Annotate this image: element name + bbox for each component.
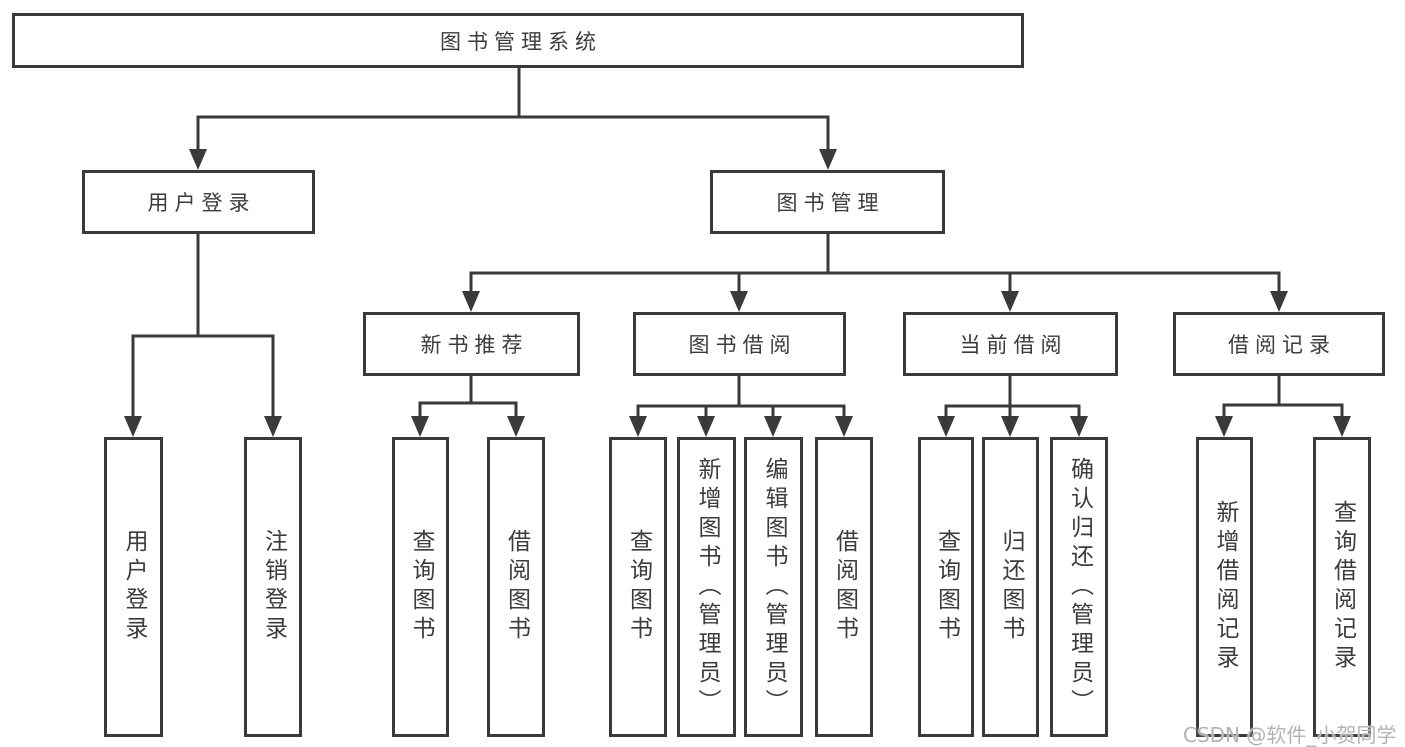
connector-root-to-level2 [189, 67, 837, 170]
leaf-label: 借阅图书 [831, 529, 858, 645]
leaf-label: 新增借阅记录 [1212, 500, 1238, 674]
leaf-edit-book-admin: 编辑图书（管理员） [744, 437, 803, 737]
leaf-add-borrow-record: 新增借阅记录 [1196, 437, 1253, 737]
leaf-label: 查询图书 [408, 529, 434, 645]
node-new-book-recommendation: 新书推荐 [363, 312, 580, 376]
leaf-confirm-return-admin: 确认归还（管理员） [1050, 437, 1108, 737]
node-book-management: 图书管理 [710, 170, 945, 234]
leaf-label: 编辑图书（管理员） [761, 456, 787, 718]
leaf-return-books: 归还图书 [982, 437, 1039, 737]
leaf-user-login: 用户登录 [104, 437, 163, 737]
connector-recommendation-subtree [411, 376, 525, 437]
leaf-logout: 注销登录 [244, 437, 302, 737]
leaf-add-book-admin: 新增图书（管理员） [677, 437, 736, 737]
leaf-label: 确认归还（管理员） [1066, 456, 1093, 718]
leaf-label: 新增图书（管理员） [694, 456, 720, 718]
leaf-borrow-books-recommend: 借阅图书 [487, 437, 545, 737]
connector-current-borrowing-subtree [937, 376, 1088, 437]
leaf-label: 查询图书 [933, 529, 960, 645]
leaf-label: 查询图书 [625, 529, 652, 645]
leaf-query-books-current: 查询图书 [918, 437, 974, 737]
connector-user-login-subtree [124, 234, 282, 437]
leaf-query-books-borrow: 查询图书 [609, 437, 667, 737]
leaf-borrow-books-borrow: 借阅图书 [815, 437, 873, 737]
leaf-label: 用户登录 [121, 529, 147, 645]
connector-book-management-to-level3 [462, 234, 1288, 312]
connector-borrowing-subtree [629, 376, 853, 437]
leaf-query-books-recommend: 查询图书 [392, 437, 449, 737]
leaf-query-borrow-record: 查询借阅记录 [1313, 437, 1371, 737]
node-borrowing-records: 借阅记录 [1173, 312, 1385, 376]
connector-records-subtree [1215, 376, 1351, 437]
node-user-login: 用户登录 [82, 170, 315, 234]
node-book-borrowing: 图书借阅 [633, 312, 846, 376]
leaf-label: 借阅图书 [503, 529, 530, 645]
leaf-label: 注销登录 [260, 529, 287, 645]
node-library-management-system: 图书管理系统 [12, 13, 1024, 68]
watermark: CSDN @软件_小贺同学 [1183, 723, 1397, 747]
node-current-borrowing: 当前借阅 [903, 312, 1118, 376]
leaf-label: 查询借阅记录 [1329, 500, 1356, 674]
leaf-label: 归还图书 [998, 529, 1024, 645]
